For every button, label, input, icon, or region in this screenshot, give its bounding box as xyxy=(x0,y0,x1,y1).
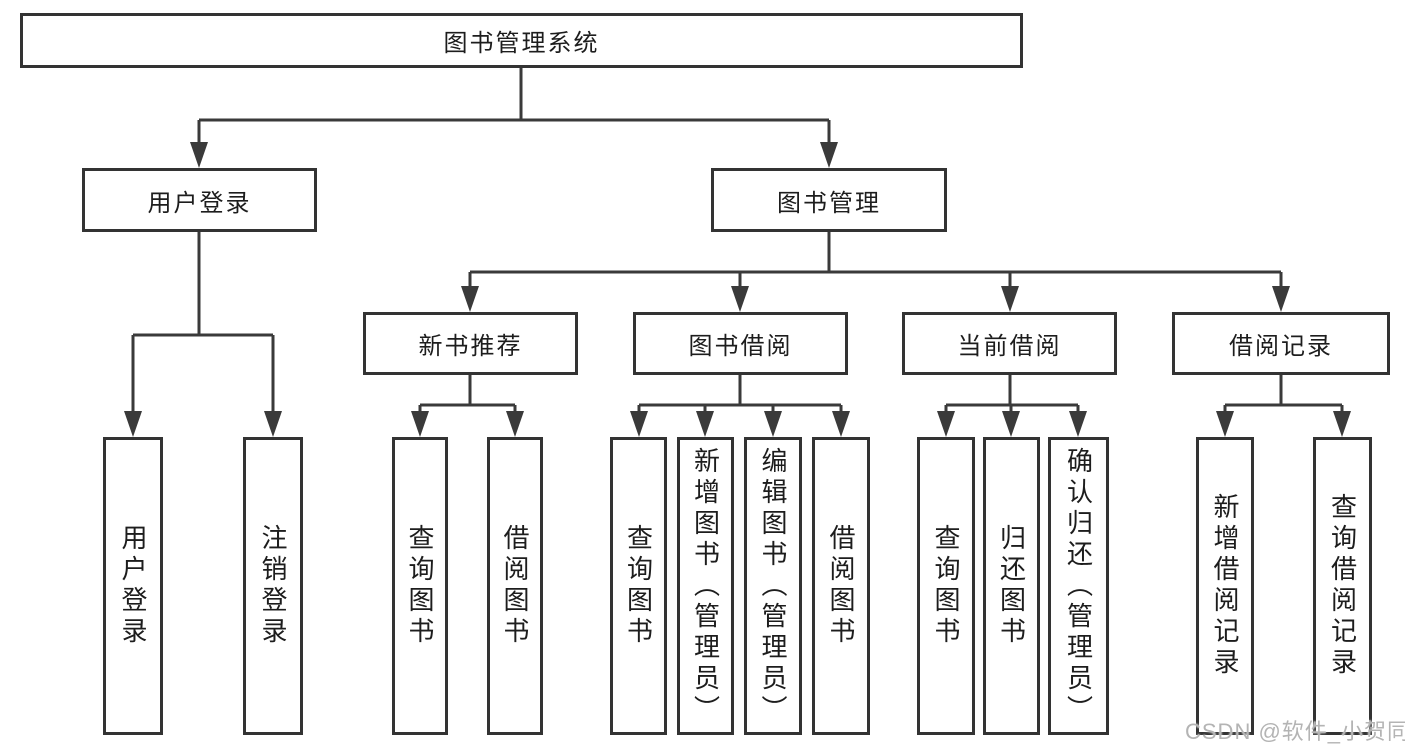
csdn-watermark: CSDN @软件_小贺同学 xyxy=(1185,719,1405,744)
node-current-borrow-label: 当前借阅 xyxy=(957,333,1062,360)
node-current-borrow: 当前借阅 xyxy=(902,312,1117,375)
node-borrow-record: 借阅记录 xyxy=(1172,312,1390,375)
node-new-book-recommend: 新书推荐 xyxy=(363,312,578,375)
leaf-current-query-book-label: 查询图书 xyxy=(931,524,961,648)
leaf-logout: 注销登录 xyxy=(243,437,303,735)
leaf-newrec-query-book-label: 查询图书 xyxy=(405,524,435,648)
node-book-borrow-label: 图书借阅 xyxy=(688,333,793,360)
node-book-management-label: 图书管理 xyxy=(777,189,881,217)
leaf-current-confirm-return-admin: 确认归还（管理员） xyxy=(1048,437,1109,735)
leaf-borrow-borrow-book: 借阅图书 xyxy=(812,437,870,735)
arrowheads xyxy=(124,142,1351,437)
node-user-login-label: 用户登录 xyxy=(147,189,252,217)
leaf-current-query-book: 查询图书 xyxy=(917,437,975,735)
leaf-newrec-borrow-book: 借阅图书 xyxy=(487,437,543,735)
leaf-user-login-label: 用户登录 xyxy=(118,524,148,648)
leaf-borrow-edit-book-admin-label: 编辑图书（管理员） xyxy=(758,446,788,726)
leaf-newrec-query-book: 查询图书 xyxy=(392,437,448,735)
node-borrow-record-label: 借阅记录 xyxy=(1229,333,1333,360)
leaf-borrow-query-book-label: 查询图书 xyxy=(623,524,654,648)
node-book-borrow: 图书借阅 xyxy=(633,312,848,375)
leaf-borrow-borrow-book-label: 借阅图书 xyxy=(826,524,856,648)
node-book-management: 图书管理 xyxy=(711,168,947,232)
leaf-current-confirm-return-admin-label: 确认归还（管理员） xyxy=(1063,446,1094,726)
leaf-current-return-book-label: 归还图书 xyxy=(996,524,1027,648)
leaf-borrow-query-book: 查询图书 xyxy=(610,437,667,735)
leaf-logout-label: 注销登录 xyxy=(258,524,288,648)
node-user-login: 用户登录 xyxy=(82,168,317,232)
leaf-record-query-borrow-record: 查询借阅记录 xyxy=(1313,437,1372,735)
leaf-user-login: 用户登录 xyxy=(103,437,163,735)
leaf-borrow-add-book-admin-label: 新增图书（管理员） xyxy=(690,446,721,726)
node-root: 图书管理系统 xyxy=(20,13,1023,68)
node-root-label: 图书管理系统 xyxy=(443,30,600,57)
node-new-book-recommend-label: 新书推荐 xyxy=(418,333,523,360)
leaf-record-add-borrow-record: 新增借阅记录 xyxy=(1196,437,1254,735)
leaf-borrow-edit-book-admin: 编辑图书（管理员） xyxy=(744,437,802,735)
leaf-current-return-book: 归还图书 xyxy=(983,437,1040,735)
leaf-record-query-borrow-record-label: 查询借阅记录 xyxy=(1327,493,1358,679)
leaf-borrow-add-book-admin: 新增图书（管理员） xyxy=(677,437,734,735)
leaf-record-add-borrow-record-label: 新增借阅记录 xyxy=(1210,493,1240,679)
leaf-newrec-borrow-book-label: 借阅图书 xyxy=(500,524,530,648)
